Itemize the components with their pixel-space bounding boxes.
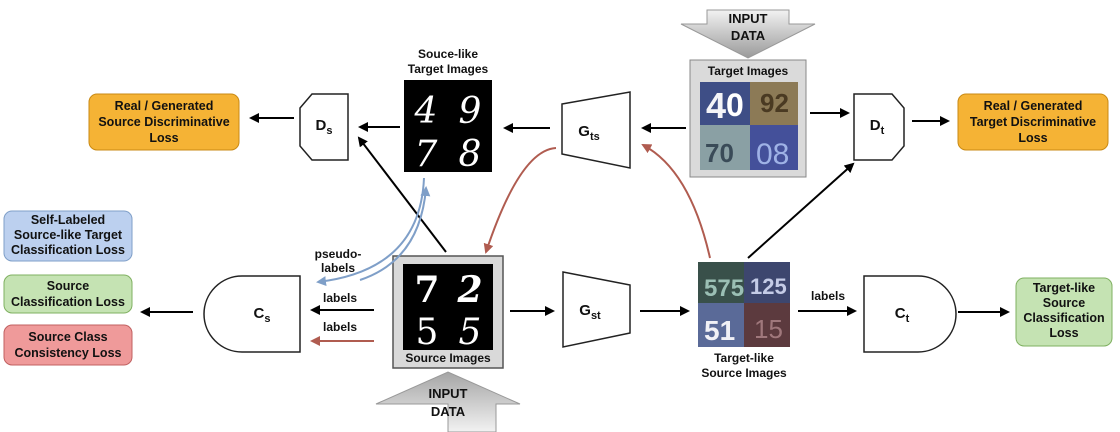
arrow-source-to-ds: [357, 136, 447, 253]
svg-text:Classification Loss: Classification Loss: [11, 243, 125, 257]
target-digit-a: 4: [706, 85, 726, 126]
source-digit-2: 2: [456, 269, 482, 311]
svg-text:Classification Loss: Classification Loss: [11, 295, 125, 309]
target-digit-c: 92: [760, 88, 789, 118]
svg-text:Consistency Loss: Consistency Loss: [15, 346, 122, 360]
pseudo-labels-line2: labels: [321, 261, 355, 275]
svg-text:Gts: Gts: [578, 123, 599, 143]
classifier-ct: Ct: [863, 275, 957, 353]
input-data-top-line1: INPUT: [729, 11, 768, 26]
svg-text:Target Discriminative: Target Discriminative: [970, 115, 1096, 129]
loss-source-consistency: Source Class Consistency Loss: [3, 324, 133, 366]
generator-gts: Gts: [561, 91, 631, 169]
target-like-digit-c: 51: [704, 315, 735, 346]
svg-text:Dt: Dt: [870, 117, 885, 137]
target-digit-d: 70: [705, 138, 734, 168]
arrow-pseudo-to-cs: [316, 177, 425, 287]
svg-text:Gst: Gst: [579, 302, 601, 322]
target-like-digit-b: 125: [750, 274, 787, 299]
arrow-pseudo-to-sourcelike: [359, 186, 431, 281]
source-images-panel: 7 2 5 5 Source Images: [392, 255, 504, 369]
svg-text:Source Discriminative: Source Discriminative: [98, 115, 229, 129]
source-like-digit-1: 4: [414, 91, 438, 132]
arrow-targetlike-to-gts-red: [641, 144, 711, 259]
target-images-label: Target Images: [708, 64, 789, 78]
red-arrows: [310, 144, 711, 346]
input-data-bottom-line2: DATA: [431, 404, 466, 419]
labels-2: labels: [323, 320, 357, 334]
input-data-arrow-bottom: INPUT DATA: [375, 371, 521, 432]
input-data-arrow-top: INPUT DATA: [680, 9, 816, 59]
generator-gst: Gst: [562, 271, 631, 348]
target-like-label-line1: Target-like: [714, 351, 774, 365]
target-like-digit-d: 15: [754, 314, 783, 344]
loss-source-discriminative: Real / Generated Source Discriminative L…: [88, 93, 240, 151]
labels-1: labels: [323, 291, 357, 305]
svg-text:Loss: Loss: [1018, 131, 1047, 145]
source-images-label: Source Images: [405, 351, 491, 365]
arrow-gts-to-source-red: [483, 147, 557, 254]
svg-text:Loss: Loss: [149, 131, 178, 145]
pseudo-labels-line1: pseudo-: [315, 247, 362, 261]
input-data-top-line2: DATA: [731, 28, 766, 43]
input-data-bottom-line1: INPUT: [429, 386, 468, 401]
loss-source-classification: Source Classification Loss: [3, 274, 133, 314]
svg-text:Real / Generated: Real / Generated: [984, 99, 1083, 113]
source-like-target-images: Souce-like Target Images 4 9 7 8: [404, 47, 492, 175]
svg-text:Self-Labeled: Self-Labeled: [31, 213, 105, 227]
svg-text:Ds: Ds: [316, 117, 333, 137]
target-like-digit-a: 575: [704, 275, 744, 302]
classifier-cs: Cs: [203, 275, 301, 353]
source-like-digit-4: 8: [459, 134, 482, 175]
source-digit-3: 5: [416, 312, 439, 353]
blue-arrows: [316, 177, 431, 287]
source-digit-1: 7: [414, 269, 439, 311]
svg-text:Real / Generated: Real / Generated: [115, 99, 214, 113]
labels-ct: labels: [811, 289, 845, 303]
target-digit-b: 0: [726, 87, 744, 123]
loss-self-labeled: Self-Labeled Source-like Target Classifi…: [3, 210, 133, 262]
source-like-digit-2: 9: [459, 91, 482, 132]
source-like-label-line2: Target Images: [408, 62, 489, 76]
loss-target-discriminative: Real / Generated Target Discriminative L…: [957, 93, 1109, 151]
arrow-targetlike-to-dt: [747, 162, 855, 259]
svg-text:Loss: Loss: [1049, 326, 1078, 340]
svg-text:Ct: Ct: [895, 305, 910, 325]
svg-text:Source-like Target: Source-like Target: [14, 228, 123, 242]
source-like-label-line1: Souce-like: [418, 47, 478, 61]
source-like-digit-3: 7: [415, 134, 438, 175]
target-like-label-line2: Source Images: [701, 366, 787, 380]
target-images-panel: Target Images 4 0 92 70 08: [689, 59, 807, 178]
loss-target-like-classification: Target-like Source Classification Loss: [1015, 277, 1113, 347]
svg-text:Source: Source: [47, 279, 89, 293]
svg-text:Target-like: Target-like: [1033, 281, 1095, 295]
svg-text:Source: Source: [1043, 296, 1085, 310]
black-arrows: [140, 108, 1010, 317]
target-like-source-images: 575 125 51 15 Target-like Source Images: [698, 262, 790, 380]
svg-text:Source Class: Source Class: [28, 330, 107, 344]
svg-text:Cs: Cs: [254, 305, 271, 325]
svg-text:Classification: Classification: [1023, 311, 1104, 325]
target-digit-e: 08: [756, 138, 789, 171]
source-digit-4: 5: [459, 312, 482, 353]
discriminator-ds: Ds: [299, 93, 349, 161]
discriminator-dt: Dt: [853, 93, 905, 161]
